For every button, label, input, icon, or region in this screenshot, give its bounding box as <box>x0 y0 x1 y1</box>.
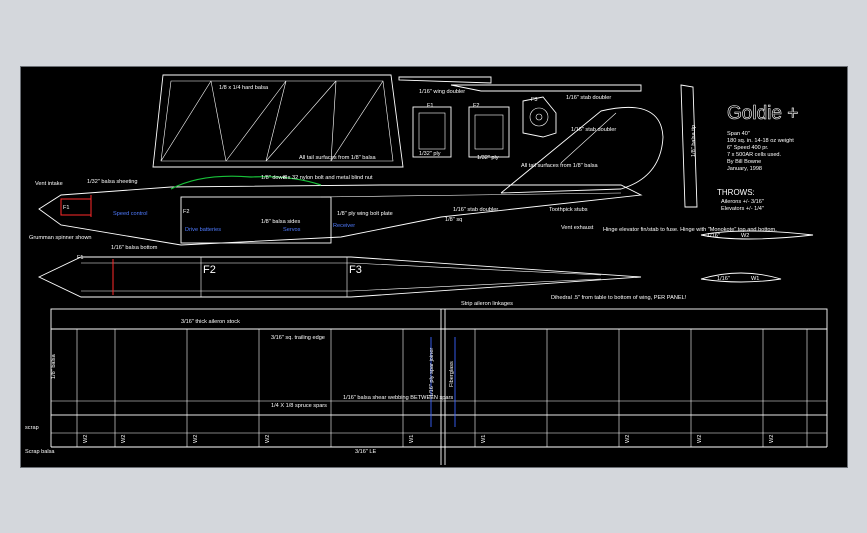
rib-w2-e: W2 <box>625 435 631 443</box>
dowel-label: 1/8" dowel <box>261 175 287 181</box>
bottom-balsa-label: 1/16" balsa bottom <box>111 245 158 251</box>
section-w1-label: W1 <box>751 276 759 282</box>
wing-ribs <box>76 329 808 447</box>
vent-exhaust-label: Vent exhaust <box>561 225 594 231</box>
fin-tip: 1/8" balsa tip <box>680 84 698 208</box>
fin-tip-label: 1/8" balsa tip <box>691 125 697 157</box>
balsa-sides-label: 1/8" balsa sides <box>261 219 301 225</box>
former-f1-label: F1 <box>427 103 434 109</box>
cad-viewport[interactable]: 1/8 x 1/4 hard balsa All tail surfaces f… <box>20 66 848 468</box>
former-f2-label: F2 <box>473 103 480 109</box>
section-w2-thick: 1/16" <box>707 233 720 239</box>
title-block: Goldie + Span 40" 180 sq. in. 14-18 oz w… <box>717 103 799 212</box>
tail-surfaces-label-2: All tail surfaces from 1/8" balsa <box>521 163 598 169</box>
aileron-linkage-label: Strip aileron linkages <box>461 301 513 307</box>
fuselage-side-view: Vent intake 1/32" balsa sheeting 1/8" do… <box>29 175 777 251</box>
wing-planform: Dihedral .5" from table to bottom of win… <box>25 295 828 465</box>
receiver-label: Receiver <box>333 223 355 229</box>
spec-line-2: 180 sq. in. 14-18 oz weight <box>727 138 794 144</box>
balsa-tip-label: 1/8" balsa <box>51 353 57 379</box>
spec-line-5: By Bill Bowne <box>727 159 761 165</box>
former-f3-label: F3 <box>531 97 538 103</box>
spinner-label: Grumman spinner shown <box>29 235 92 241</box>
dihedral-note: Dihedral .5" from table to bottom of win… <box>551 295 687 301</box>
elevator-hinge-label: Hinge elevator fin/stab to fuse. Hinge w… <box>603 227 777 233</box>
section-w1-thick: 1/16" <box>717 276 730 282</box>
doubler-strips: 1/16" wing doubler 1/16" stab doubler <box>398 76 642 101</box>
wing-doubler-label: 1/16" wing doubler <box>419 89 465 95</box>
aileron-stock-label: 3/16" thick aileron stock <box>181 319 240 325</box>
stabilizer-planform: All tail surfaces from 1/8" balsa 1/16" … <box>500 107 664 194</box>
stab-doubler-label: 1/16" stab doubler <box>566 95 611 101</box>
airfoil-sections: 1/16" W2 1/16" W1 <box>700 230 814 283</box>
former-f2-ply: 1/32" ply <box>477 155 499 161</box>
fiberglass-label: Fiberglass <box>449 361 455 387</box>
section-w2-label: W2 <box>741 233 749 239</box>
plan-title: Goldie + <box>727 103 798 124</box>
rib-w2-f: W2 <box>697 435 703 443</box>
nylon-bolt-label: 8 x 32 nylon bolt and metal blind nut <box>283 175 373 181</box>
throws-elevators: Elevators +/- 1/4" <box>721 206 764 212</box>
formers: F1 1/32" ply F2 1/32" ply F3 <box>412 96 557 161</box>
speed-control-label: Speed control <box>113 211 148 217</box>
throws-ailerons: Ailerons +/- 3/16" <box>721 199 764 205</box>
rib-w1-b: W1 <box>481 435 487 443</box>
f2-side-label: F2 <box>183 209 190 215</box>
f2-top-label: F2 <box>203 264 216 276</box>
bolt-plate-label: 1/8" ply wing bolt plate <box>337 211 393 217</box>
fuselage-top-view: F2 F3 F1 <box>37 255 642 298</box>
rib-w2-d: W2 <box>265 435 271 443</box>
trailing-edge-label: 3/16" sq. trailing edge <box>271 335 325 341</box>
spruce-spar-label: 1/4 X 1/8 spruce spars <box>271 403 327 409</box>
scrap-label: scrap <box>25 425 39 431</box>
vent-intake-label: Vent intake <box>35 181 63 187</box>
top-sheeting-label: 1/32" balsa sheeting <box>87 179 138 185</box>
rib-w2-a: W2 <box>83 435 89 443</box>
shear-web-label: 1/16" balsa shear webbing BETWEEN spars <box>343 395 453 401</box>
tail-surfaces-label: All tail surfaces from 1/8" balsa <box>299 155 376 161</box>
throws-title: THROWS: <box>717 188 755 197</box>
toothpick-label: Toothpick stubs <box>549 207 588 213</box>
spec-line-1: Span 40" <box>727 131 750 137</box>
spec-line-3: 6" Speed 400 pr. <box>727 145 769 151</box>
rib-w2-g: W2 <box>769 435 775 443</box>
fin-truss-label: 1/8 x 1/4 hard balsa <box>219 85 269 91</box>
fin-truss: 1/8 x 1/4 hard balsa All tail surfaces f… <box>152 74 404 168</box>
rib-w2-b: W2 <box>121 435 127 443</box>
stab-doubler-side-label: 1/16" stab doubler <box>453 207 498 213</box>
former-f1-ply: 1/32" ply <box>419 151 441 157</box>
f1-top-label: F1 <box>77 255 84 261</box>
drive-batteries-label: Drive batteries <box>185 227 221 233</box>
stab-doubler-label-2: 1/16" stab doubler <box>571 127 616 133</box>
spec-line-4: 7 x 500AR cells used. <box>727 152 782 158</box>
rib-w2-c: W2 <box>193 435 199 443</box>
f1-side-label: F1 <box>63 205 70 211</box>
rib-w1-a: W1 <box>409 435 415 443</box>
spec-line-6: January, 1998 <box>727 166 762 172</box>
sq-stick-label: 1/8" sq <box>445 217 462 223</box>
ply-spar-label: 1/16" ply spar joiner <box>429 348 435 397</box>
servos-label: Servos <box>283 227 301 233</box>
plan-drawing: 1/8 x 1/4 hard balsa All tail surfaces f… <box>25 74 828 465</box>
f3-top-label: F3 <box>349 264 362 276</box>
scrap-balsa-label: Scrap balsa <box>25 449 55 455</box>
leading-edge-label: 3/16" LE <box>355 449 377 455</box>
